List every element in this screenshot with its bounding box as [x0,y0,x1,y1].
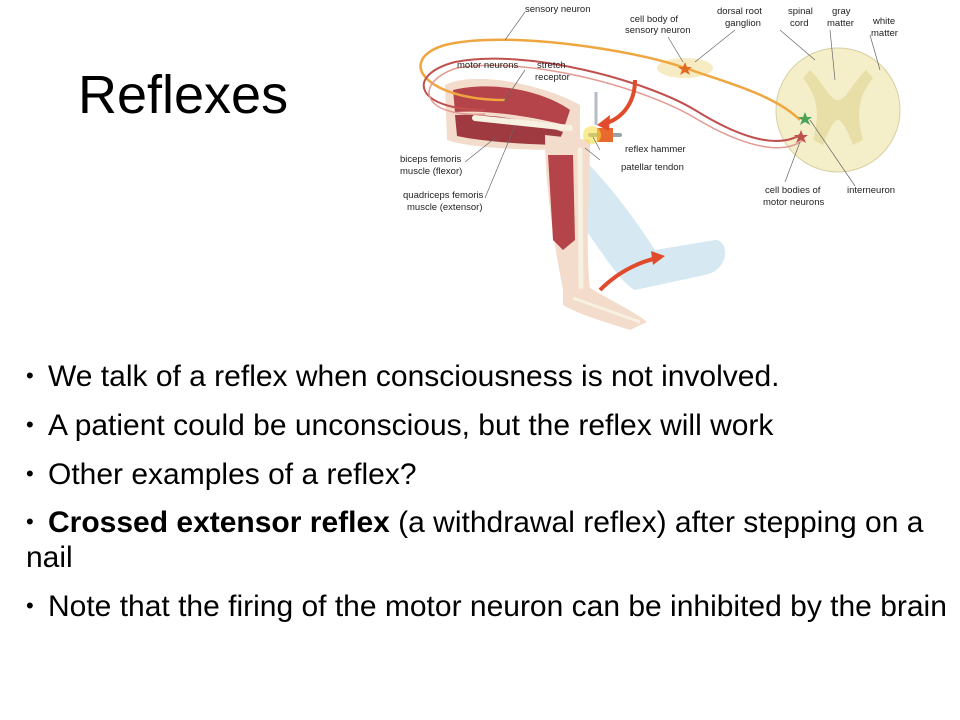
label-patellar-tendon: patellar tendon [621,162,684,173]
femur [472,115,573,131]
bullet-item: •We talk of a reflex when consciousness … [26,360,780,393]
bullet-text: Other examples of a reflex? [48,457,417,491]
bullet-text: (a withdrawal reflex) after stepping on … [26,506,924,575]
label-gray-matter-1: gray [832,6,851,17]
label-reflex-hammer: reflex hammer [625,144,686,155]
label-biceps-femoris-2: muscle (flexor) [400,166,462,177]
label-cell-bodies-motor-2: motor neurons [763,197,825,208]
bullet-text: We talk of a reflex when consciousness i… [48,360,780,393]
hammer-arrow-head [597,115,610,131]
label-quadriceps-1: quadriceps femoris [403,190,484,201]
bullet-item: •Other examples of a reflex? [26,457,417,491]
shin-muscle [548,155,575,250]
bullet-item: •Crossed extensor reflex (a withdrawal r… [26,506,924,575]
label-gray-matter-2: matter [827,18,854,29]
label-biceps-femoris-1: biceps femoris [400,154,461,165]
label-cell-body-sensory-2: sensory neuron [625,25,690,36]
bullet-list: •We talk of a reflex when consciousness … [26,360,956,639]
label-dorsal-root-2: ganglion [725,18,761,29]
label-cell-body-sensory-1: cell body of [630,14,678,25]
label-stretch-receptor-1: stretch [537,60,566,71]
kick-arrow-head [651,251,665,265]
biceps-femoris-muscle [455,114,563,145]
quadriceps-muscle [453,86,570,125]
motor-cell-body-star [794,130,808,143]
label-leader-lines [464,11,881,199]
motor-neuron-path [422,57,801,142]
bullet-item: •Note that the firing of the motor neuro… [26,589,947,623]
reflex-hammer [583,92,622,144]
interneuron-star [798,112,812,125]
label-motor-neurons: motor neurons [457,60,519,71]
label-white-matter-1: white [872,16,895,27]
knee-jerk-reflex-diagram: sensory neuron cell body of sensory neur… [400,4,901,330]
bullet-item: •A patient could be unconscious, but the… [26,408,774,442]
foot-bones [572,296,641,324]
label-white-matter-2: matter [871,28,898,39]
slide-title: Reflexes [78,65,289,125]
label-spinal-cord-1: spinal [788,6,813,17]
bullet-text: A patient could be unconscious, but the … [48,408,774,442]
motor-neuron-path-2 [428,64,804,149]
label-sensory-neuron: sensory neuron [525,4,590,15]
gray-matter [803,70,873,145]
label-cell-bodies-motor-1: cell bodies of [765,185,821,196]
extended-leg-shadow [555,150,726,290]
tibia [577,147,584,298]
label-dorsal-root-1: dorsal root [717,6,762,17]
label-spinal-cord-2: cord [790,18,808,29]
bullet-bold-text: Crossed extensor reflex [48,506,390,540]
label-stretch-receptor-2: receptor [535,72,570,83]
bullet-text: Note that the firing of the motor neuron… [48,589,947,623]
label-quadriceps-2: muscle (extensor) [407,202,483,213]
label-interneuron: interneuron [847,185,895,196]
sensory-cell-body-star [678,62,692,75]
